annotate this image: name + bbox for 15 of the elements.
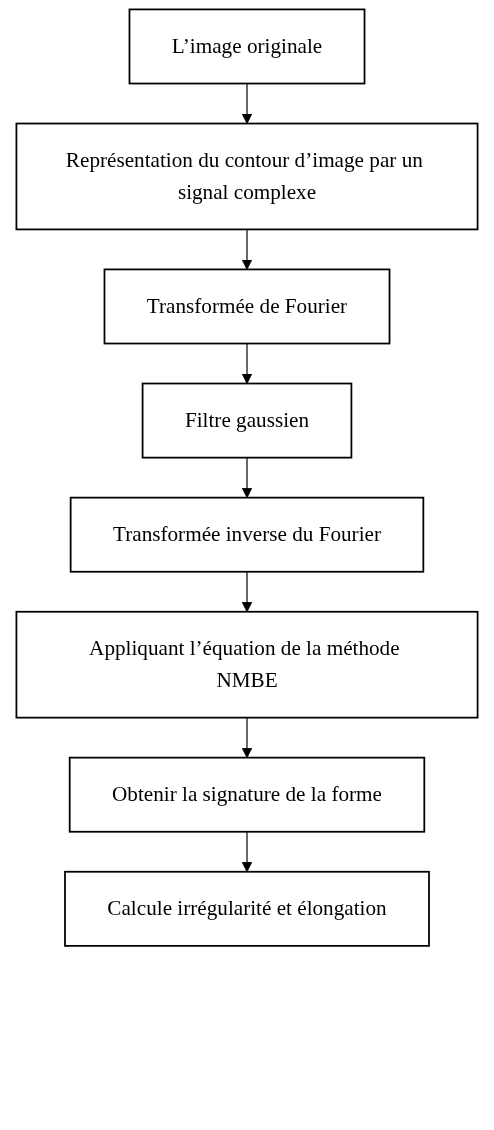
node-box: Transformée inverse du Fourier — [69, 496, 425, 573]
arrow — [241, 342, 253, 384]
node-box: Appliquant l’équation de la méthode NMBE — [15, 610, 479, 719]
arrow — [241, 571, 253, 613]
arrow — [241, 228, 253, 270]
arrow — [241, 457, 253, 499]
arrow — [241, 82, 253, 124]
node-box: Filtre gaussien — [141, 382, 353, 459]
arrow — [241, 831, 253, 873]
node-box: Transformée de Fourier — [103, 268, 391, 345]
node-box: Représentation du contour d’image par un signal complexe — [15, 122, 479, 231]
node-box: Obtenir la signature de la forme — [68, 756, 426, 833]
arrow — [241, 717, 253, 759]
node-box: Calcule irrégularité et élongation — [64, 870, 430, 947]
node-box: L’image originale — [128, 8, 366, 85]
